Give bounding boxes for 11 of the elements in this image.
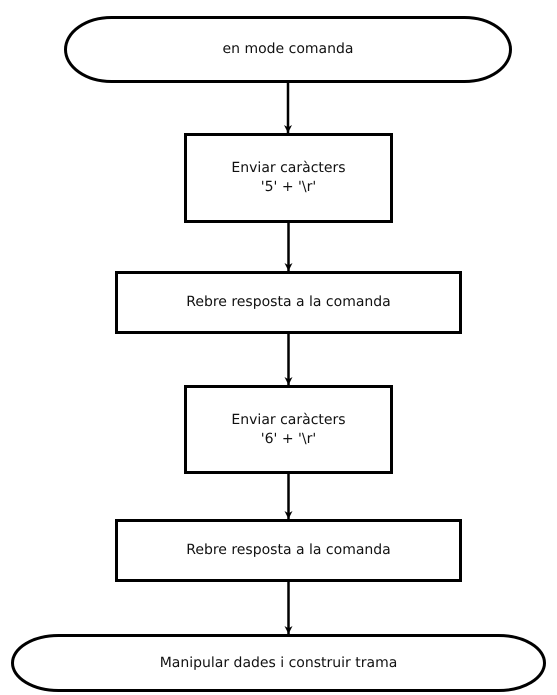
arrow xyxy=(284,223,292,271)
node-text: Enviar caràcters '6' + '\r' xyxy=(230,410,347,448)
node-text: Manipular dades i construir trama xyxy=(160,654,398,672)
node-text: Rebre resposta a la comanda xyxy=(186,293,391,312)
arrow xyxy=(284,474,292,519)
arrow xyxy=(284,582,292,634)
node-text: Rebre resposta a la comanda xyxy=(186,541,391,560)
node-text: en mode comanda xyxy=(222,40,354,59)
arrow xyxy=(284,334,292,385)
node-text: Enviar caràcters '5' + '\r' xyxy=(230,159,347,197)
arrow xyxy=(284,83,292,133)
